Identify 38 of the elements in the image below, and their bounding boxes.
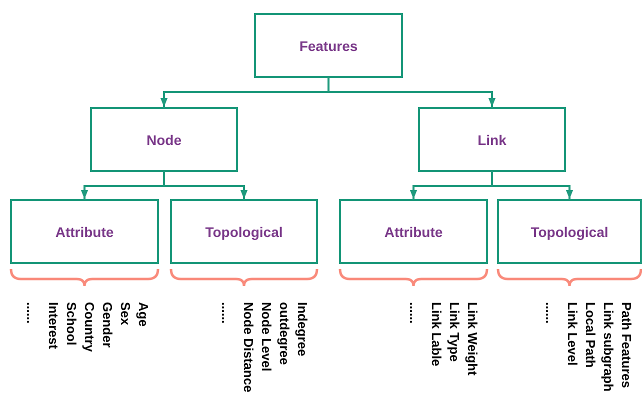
feature-item: Gender bbox=[100, 302, 115, 348]
feature-item: Sex bbox=[118, 302, 133, 326]
feature-item: Interest bbox=[46, 302, 61, 349]
feature-item: Local Path bbox=[583, 302, 598, 368]
feature-item: Link subgraph bbox=[601, 302, 616, 392]
process-box bbox=[10, 199, 159, 264]
feature-item: Link Type bbox=[447, 302, 462, 362]
feature-item: ...... bbox=[24, 302, 39, 324]
feature-item: outdegree bbox=[277, 302, 292, 365]
feature-item: Link Lable bbox=[429, 302, 444, 366]
feature-item: School bbox=[64, 302, 79, 346]
feature-item: ...... bbox=[543, 302, 558, 324]
process-box bbox=[254, 13, 403, 78]
connector-arrow bbox=[163, 172, 248, 199]
box-label: Link bbox=[478, 132, 506, 148]
box-label: Attribute bbox=[55, 224, 114, 240]
box-label: Topological bbox=[530, 224, 608, 240]
feature-item: ...... bbox=[219, 302, 234, 324]
connector-arrow bbox=[491, 172, 574, 199]
connector-arrow bbox=[328, 78, 496, 107]
feature-item: Node Distance bbox=[241, 302, 256, 392]
process-box bbox=[170, 199, 318, 264]
process-box bbox=[418, 107, 566, 172]
feature-item: ...... bbox=[407, 302, 422, 324]
feature-item: Link Weight bbox=[465, 302, 480, 376]
process-box bbox=[497, 199, 642, 264]
feature-item: Country bbox=[82, 302, 97, 352]
box-label: Attribute bbox=[384, 224, 443, 240]
feature-item: Age bbox=[136, 302, 151, 327]
feature-item: Node Level bbox=[259, 302, 274, 372]
feature-item: Path Features bbox=[619, 302, 634, 388]
box-label: Topological bbox=[205, 224, 283, 240]
feature-item: Indegree bbox=[295, 302, 310, 356]
process-box bbox=[90, 107, 238, 172]
box-label: Features bbox=[299, 38, 358, 54]
box-label: Node bbox=[146, 132, 182, 148]
feature-item: Link Level bbox=[565, 302, 580, 366]
process-box bbox=[339, 199, 488, 264]
